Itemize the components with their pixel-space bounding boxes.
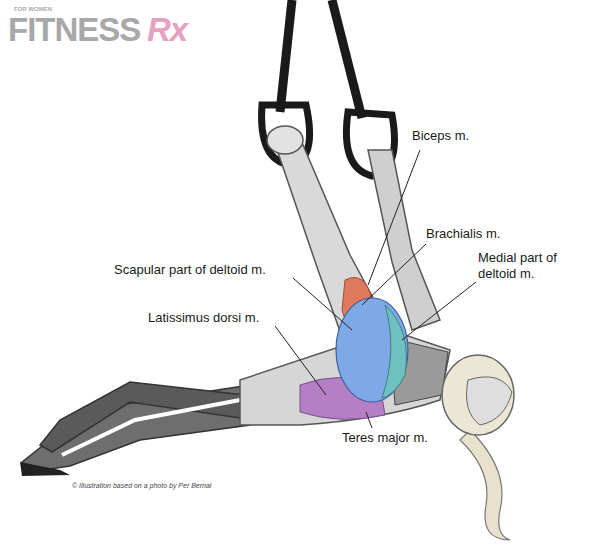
muscle-label: Medial part of deltoid m. bbox=[478, 250, 590, 282]
credit-text: © Illustration based on a photo by Per B… bbox=[72, 482, 211, 490]
muscle-label: Brachialis m. bbox=[426, 226, 500, 242]
muscle-label: Latissimus dorsi m. bbox=[148, 310, 259, 326]
muscle-label: Scapular part of deltoid m. bbox=[114, 262, 266, 278]
muscle-label: Biceps m. bbox=[412, 128, 469, 144]
logo-text: Rx bbox=[147, 12, 187, 48]
muscle-label: Teres major m. bbox=[342, 430, 428, 446]
logo-text: FITNESS bbox=[8, 12, 140, 48]
